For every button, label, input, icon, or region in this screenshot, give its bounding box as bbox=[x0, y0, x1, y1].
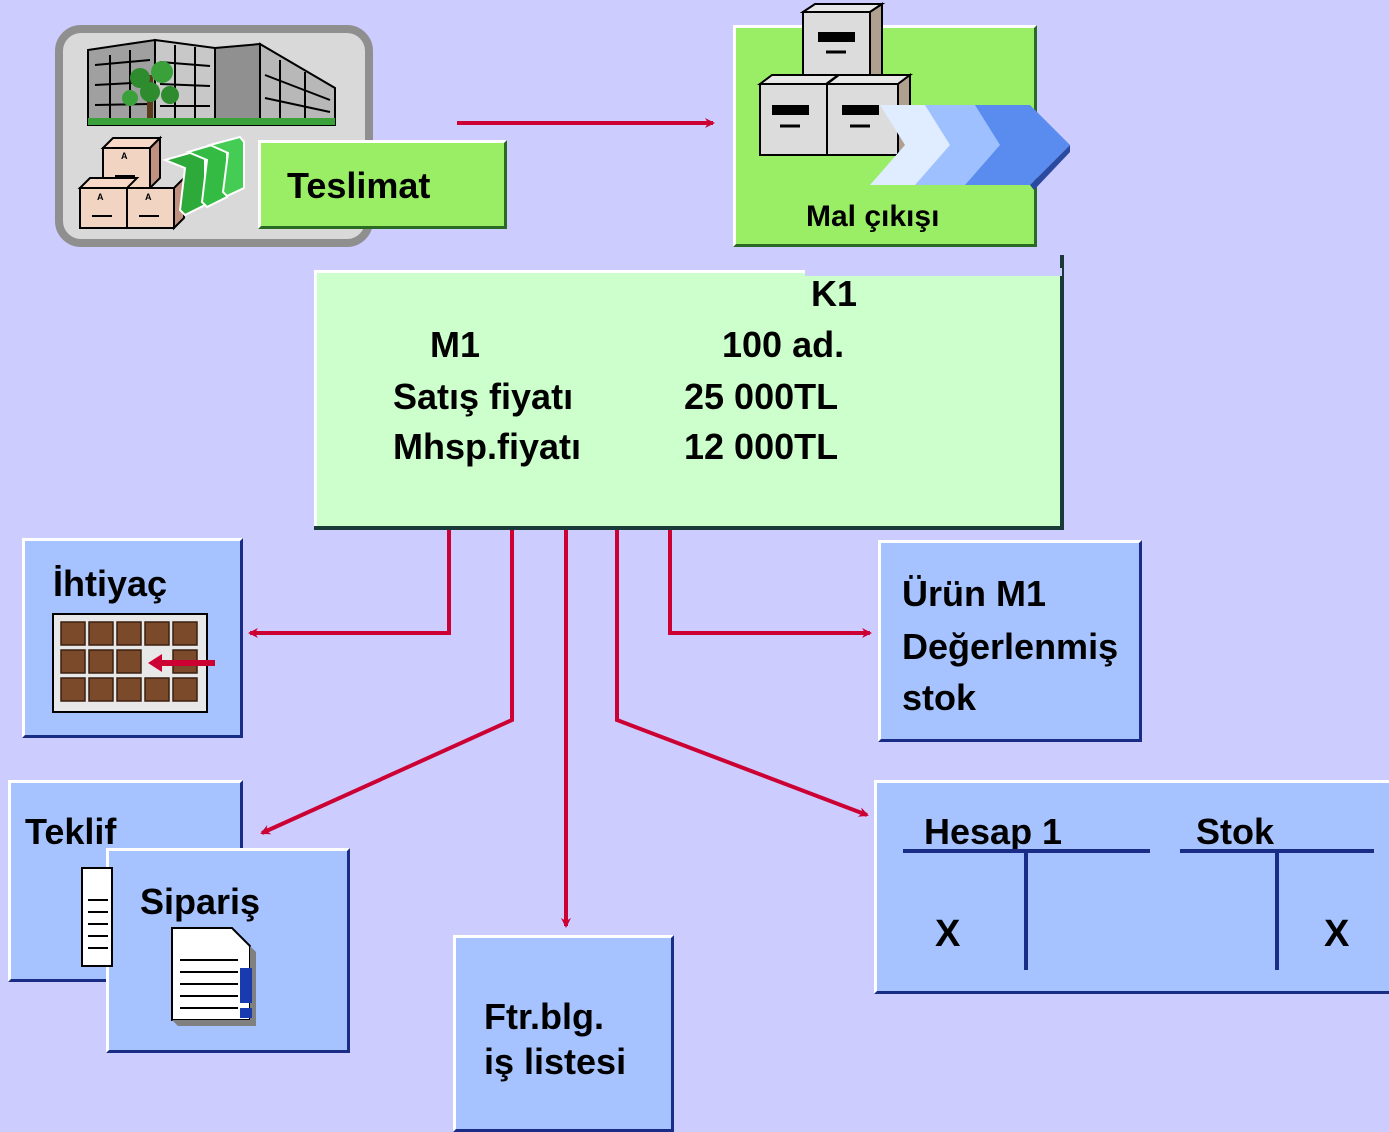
stock-title: Stok bbox=[1196, 811, 1275, 852]
order-box[interactable]: Sipariş bbox=[106, 848, 350, 1053]
valuated-stock-line2: Değerlenmiş bbox=[902, 626, 1119, 667]
billing-list-line1: Ftr.blg. bbox=[484, 996, 604, 1037]
quotation-doc-label: Auftrag bbox=[88, 877, 110, 889]
column-header-k1: K1 bbox=[811, 273, 858, 314]
requirement-label: İhtiyaç bbox=[53, 563, 168, 604]
valuated-stock-line1: Ürün M1 bbox=[902, 573, 1046, 614]
arrow-to-accounts bbox=[615, 530, 869, 817]
material-data-box bbox=[314, 270, 1064, 530]
goods-issue-box[interactable]: Mal çıkışı bbox=[733, 25, 1037, 247]
requirement-box[interactable]: İhtiyaç bbox=[22, 538, 243, 738]
accounts-box[interactable]: Hesap 1 Stok X X bbox=[874, 780, 1389, 994]
account1-debit-entry: X bbox=[935, 913, 961, 955]
delivery-box[interactable]: Teslimat bbox=[258, 140, 507, 229]
goods-issue-label: Mal çıkışı bbox=[806, 200, 940, 233]
order-doc-label: Auftrag bbox=[176, 932, 219, 946]
row-value-sales-price: 25 000TL bbox=[684, 376, 839, 417]
arrow-to-valuated-stock bbox=[668, 530, 872, 638]
account1-title: Hesap 1 bbox=[924, 811, 1063, 852]
row-label-material: M1 bbox=[430, 324, 481, 365]
row-label-sales-price: Satış fiyatı bbox=[393, 376, 574, 417]
billing-list-box[interactable]: Ftr.blg. iş listesi bbox=[453, 935, 674, 1132]
valuated-stock-line3: stok bbox=[902, 677, 977, 718]
arrow-to-requirement bbox=[248, 530, 451, 638]
row-label-cost-price: Mhsp.fiyatı bbox=[393, 426, 582, 467]
delivery-label: Teslimat bbox=[287, 165, 431, 206]
order-label: Sipariş bbox=[140, 881, 261, 922]
row-value-cost-price: 12 000TL bbox=[684, 426, 839, 467]
quotation-label: Teklif bbox=[25, 811, 117, 852]
billing-list-line2: iş listesi bbox=[484, 1041, 627, 1082]
arrow-to-quotation bbox=[260, 530, 514, 835]
stock-credit-entry: X bbox=[1324, 913, 1350, 955]
row-value-quantity: 100 ad. bbox=[722, 324, 845, 365]
valuated-stock-box[interactable]: Ürün M1 Değerlenmiş stok bbox=[878, 540, 1142, 742]
